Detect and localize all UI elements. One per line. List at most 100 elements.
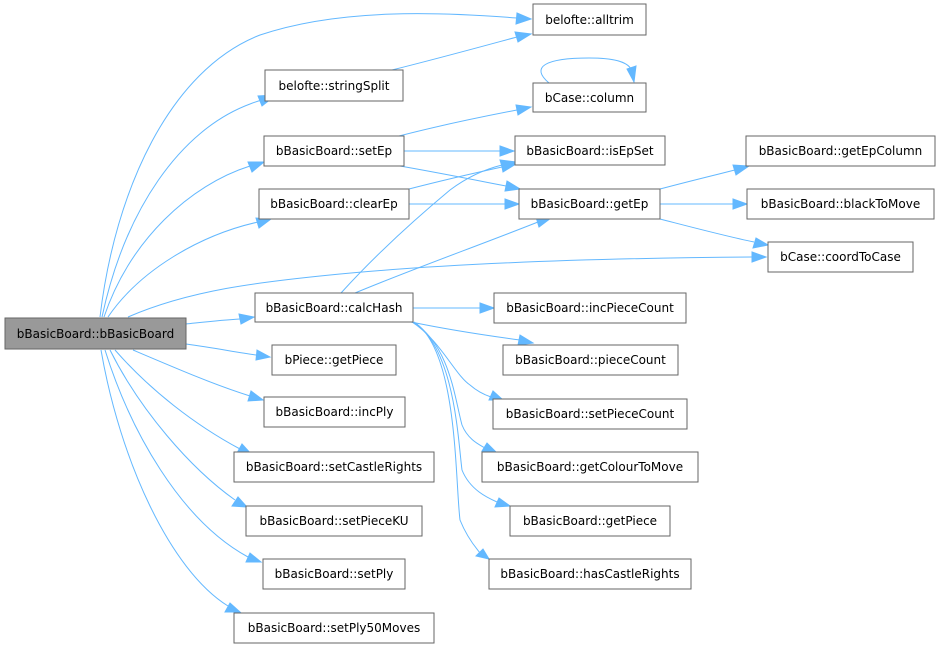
edge-calcHash-to-getEp <box>354 216 553 294</box>
edge-root-to-setPly <box>104 349 263 563</box>
node-setEp[interactable]: bBasicBoard::setEp <box>263 135 405 167</box>
edge-calcHash-to-isEpSet <box>340 159 518 294</box>
node-stringSplit[interactable]: belofte::stringSplit <box>264 69 404 102</box>
edge-clearEp-to-getEp <box>409 198 521 210</box>
node-label: bBasicBoard::bBasicBoard <box>17 327 174 341</box>
node-setPieceCount[interactable]: bBasicBoard::setPieceCount <box>492 398 688 430</box>
arrowhead-icon <box>475 548 491 560</box>
arrowhead-icon <box>494 497 512 508</box>
node-getPiece[interactable]: bBasicBoard::getPiece <box>509 505 671 537</box>
arrowhead-icon <box>626 65 637 84</box>
node-blackToMove[interactable]: bBasicBoard::blackToMove <box>746 188 935 220</box>
edge-line <box>413 321 498 503</box>
edge-line <box>185 318 241 325</box>
edge-root-to-setCastleRights <box>114 349 254 456</box>
edge-line <box>104 349 249 558</box>
edge-line <box>109 349 236 501</box>
arrowhead-icon <box>481 442 498 453</box>
arrowhead-icon <box>499 145 516 157</box>
arrowhead-icon <box>732 198 749 210</box>
node-label: bCase::coordToCase <box>780 250 901 264</box>
edge-line <box>399 165 507 187</box>
node-label: bBasicBoard::incPly <box>276 405 394 419</box>
edge-getEp-to-blackToMove <box>660 198 749 210</box>
arrowhead-icon <box>224 602 242 613</box>
edges-layer <box>99 12 770 613</box>
arrowhead-icon <box>247 390 265 402</box>
node-getEp[interactable]: bBasicBoard::getEp <box>518 188 661 220</box>
edge-line <box>103 165 251 318</box>
arrowhead-icon <box>231 496 249 508</box>
node-label: bBasicBoard::getEpColumn <box>759 144 923 158</box>
node-coordToCase[interactable]: bCase::coordToCase <box>767 241 914 273</box>
edge-root-to-alltrim <box>99 12 533 318</box>
edge-line <box>408 166 503 190</box>
edge-root-to-bPieceGetPiece <box>185 343 272 361</box>
edge-root-to-setPieceKU <box>109 349 249 508</box>
arrowhead-icon <box>499 159 518 171</box>
edge-getEp-to-coordToCase <box>659 218 770 249</box>
edge-calcHash-to-getPiece <box>413 321 512 508</box>
edge-line <box>410 321 521 341</box>
nodes-layer: bBasicBoard::bBasicBoard belofte::alltri… <box>4 3 936 644</box>
node-root[interactable]: bBasicBoard::bBasicBoard <box>4 317 187 350</box>
edge-calcHash-to-pieceCount <box>410 321 535 346</box>
edge-calcHash-to-getColourToMove <box>412 321 498 453</box>
edge-line <box>540 57 632 84</box>
node-hasCastleRights[interactable]: bBasicBoard::hasCastleRights <box>488 558 692 590</box>
node-label: bCase::column <box>545 91 634 105</box>
node-setPieceKU[interactable]: bBasicBoard::setPieceKU <box>245 505 423 537</box>
edge-stringSplit-to-alltrim <box>391 31 533 71</box>
node-label: bBasicBoard::getColourToMove <box>497 460 683 474</box>
node-label: bBasicBoard::blackToMove <box>761 197 920 211</box>
node-label: bBasicBoard::setEp <box>276 144 392 158</box>
node-setCastleRights[interactable]: bBasicBoard::setCastleRights <box>233 451 435 483</box>
node-calcHash[interactable]: bBasicBoard::calcHash <box>254 292 414 323</box>
node-isEpSet[interactable]: bBasicBoard::isEpSet <box>514 135 666 166</box>
node-label: bBasicBoard::clearEp <box>270 197 398 211</box>
node-getEpColumn[interactable]: bBasicBoard::getEpColumn <box>745 135 936 167</box>
node-label: bBasicBoard::incPieceCount <box>506 301 674 315</box>
node-setPly50Moves[interactable]: bBasicBoard::setPly50Moves <box>233 612 435 644</box>
node-getColourToMove[interactable]: bBasicBoard::getColourToMove <box>481 451 699 483</box>
edge-root-to-clearEp <box>107 217 273 318</box>
arrowhead-icon <box>517 334 535 346</box>
node-bPieceGetPiece[interactable]: bPiece::getPiece <box>271 344 397 376</box>
edge-line <box>114 349 241 450</box>
edge-column-to-column <box>540 57 637 84</box>
edge-line <box>354 221 539 294</box>
arrowhead-icon <box>514 31 533 43</box>
edge-line <box>99 13 518 318</box>
arrowhead-icon <box>752 237 770 249</box>
edge-setEp-to-column <box>398 104 533 137</box>
edge-root-to-incPly <box>132 349 265 402</box>
edge-calcHash-to-incPieceCount <box>413 302 496 314</box>
node-label: belofte::alltrim <box>545 13 634 27</box>
edge-line <box>398 109 518 137</box>
edge-line <box>413 321 481 554</box>
arrowhead-icon <box>751 251 768 263</box>
node-column[interactable]: bCase::column <box>532 82 647 113</box>
arrowhead-icon <box>247 161 266 173</box>
node-incPieceCount[interactable]: bBasicBoard::incPieceCount <box>493 292 687 324</box>
edge-setEp-to-isEpSet <box>404 145 516 157</box>
arrowhead-icon <box>515 104 533 116</box>
edge-line <box>391 36 518 71</box>
node-label: bBasicBoard::pieceCount <box>515 353 666 367</box>
node-label: bBasicBoard::getPiece <box>523 514 657 528</box>
node-label: bBasicBoard::calcHash <box>266 301 403 315</box>
node-alltrim[interactable]: belofte::alltrim <box>532 3 647 36</box>
node-incPly[interactable]: bBasicBoard::incPly <box>263 396 406 428</box>
node-label: bBasicBoard::setPieceKU <box>259 514 408 528</box>
edge-root-to-setPly50Moves <box>100 349 242 613</box>
edge-line <box>659 169 736 190</box>
edge-line <box>132 349 251 397</box>
edge-line <box>185 343 257 356</box>
edge-root-to-calcHash <box>185 313 256 325</box>
node-setPly[interactable]: bBasicBoard::setPly <box>262 558 406 590</box>
node-label: bBasicBoard::isEpSet <box>526 144 654 158</box>
node-clearEp[interactable]: bBasicBoard::clearEp <box>258 188 410 220</box>
node-label: bBasicBoard::hasCastleRights <box>500 567 679 581</box>
node-pieceCount[interactable]: bBasicBoard::pieceCount <box>502 344 679 376</box>
